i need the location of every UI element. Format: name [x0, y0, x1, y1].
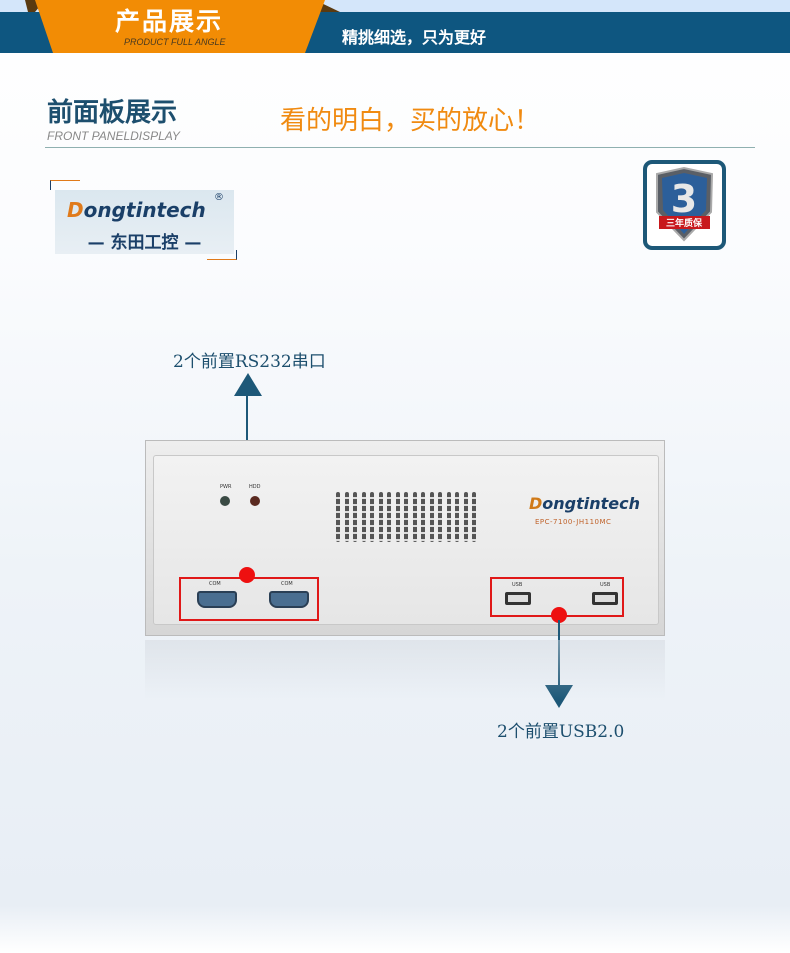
- vent-slot: [387, 492, 391, 542]
- industrial-pc-front-panel: PWR HDD Dongtintech EPC-7100-JH110MC COM…: [145, 440, 665, 636]
- vent-slot: [404, 492, 408, 542]
- usb-label: USB: [600, 582, 611, 588]
- warranty-badge: 3 三年质保: [643, 160, 726, 250]
- logo-corner-decoration: [50, 180, 80, 190]
- vent-slot: [421, 492, 425, 542]
- device-model: EPC-7100-JH110MC: [535, 518, 612, 526]
- com-port-2: [269, 591, 309, 608]
- hdd-label: HDD: [249, 484, 261, 490]
- vent-slot: [412, 492, 417, 542]
- vent-slot: [353, 492, 357, 542]
- svg-text:三年质保: 三年质保: [666, 217, 703, 229]
- vent-slot: [455, 492, 459, 542]
- section-subtitle: FRONT PANELDISPLAY: [47, 129, 180, 143]
- power-led: [220, 496, 230, 506]
- vent-slot: [463, 492, 468, 542]
- vent-slot: [336, 492, 340, 542]
- banner-slogan: 精挑细选，只为更好: [342, 28, 487, 47]
- shield-icon: 3 三年质保: [656, 166, 714, 242]
- usb-port-1: [505, 592, 531, 605]
- svg-text:3: 3: [671, 177, 697, 221]
- banner-subtitle: PRODUCT FULL ANGLE: [124, 37, 226, 47]
- vent-slot: [395, 492, 400, 542]
- vent-slot: [370, 492, 374, 542]
- banner-orange-tab: [25, 0, 340, 53]
- vent-slot: [378, 492, 383, 542]
- vent-slot: [361, 492, 366, 542]
- device-reflection: [145, 640, 665, 700]
- usb-annotation-label: 2个前置USB2.0: [497, 722, 625, 742]
- usb-port-2: [592, 592, 618, 605]
- logo-corner-decoration: [207, 250, 237, 260]
- com-port-1: [197, 591, 237, 608]
- hdd-led: [250, 496, 260, 506]
- vent-slot: [446, 492, 451, 542]
- vent-slot: [429, 492, 434, 542]
- vent-slot: [438, 492, 442, 542]
- com-ports-highlight: COM COM: [179, 577, 319, 621]
- vent-slot: [472, 492, 476, 542]
- device-brand: Dongtintech: [529, 494, 641, 513]
- vent-slot: [344, 492, 349, 542]
- usb-marker-dot: [551, 607, 567, 623]
- usb-label: USB: [512, 582, 523, 588]
- arrow-up-icon: [234, 373, 262, 396]
- section-slogan: 看的明白，买的放心！: [280, 106, 541, 136]
- divider: [45, 147, 755, 148]
- pwr-label: PWR: [220, 484, 232, 490]
- com-label: COM: [209, 581, 221, 587]
- banner-title: 产品展示: [115, 7, 224, 36]
- section-title: 前面板展示: [47, 98, 178, 128]
- com-label: COM: [281, 581, 293, 587]
- brand-logo: Dongtintech ® — 东田工控 —: [55, 190, 234, 254]
- rs232-annotation-label: 2个前置RS232串口: [173, 352, 326, 372]
- rs232-marker-dot: [239, 567, 255, 583]
